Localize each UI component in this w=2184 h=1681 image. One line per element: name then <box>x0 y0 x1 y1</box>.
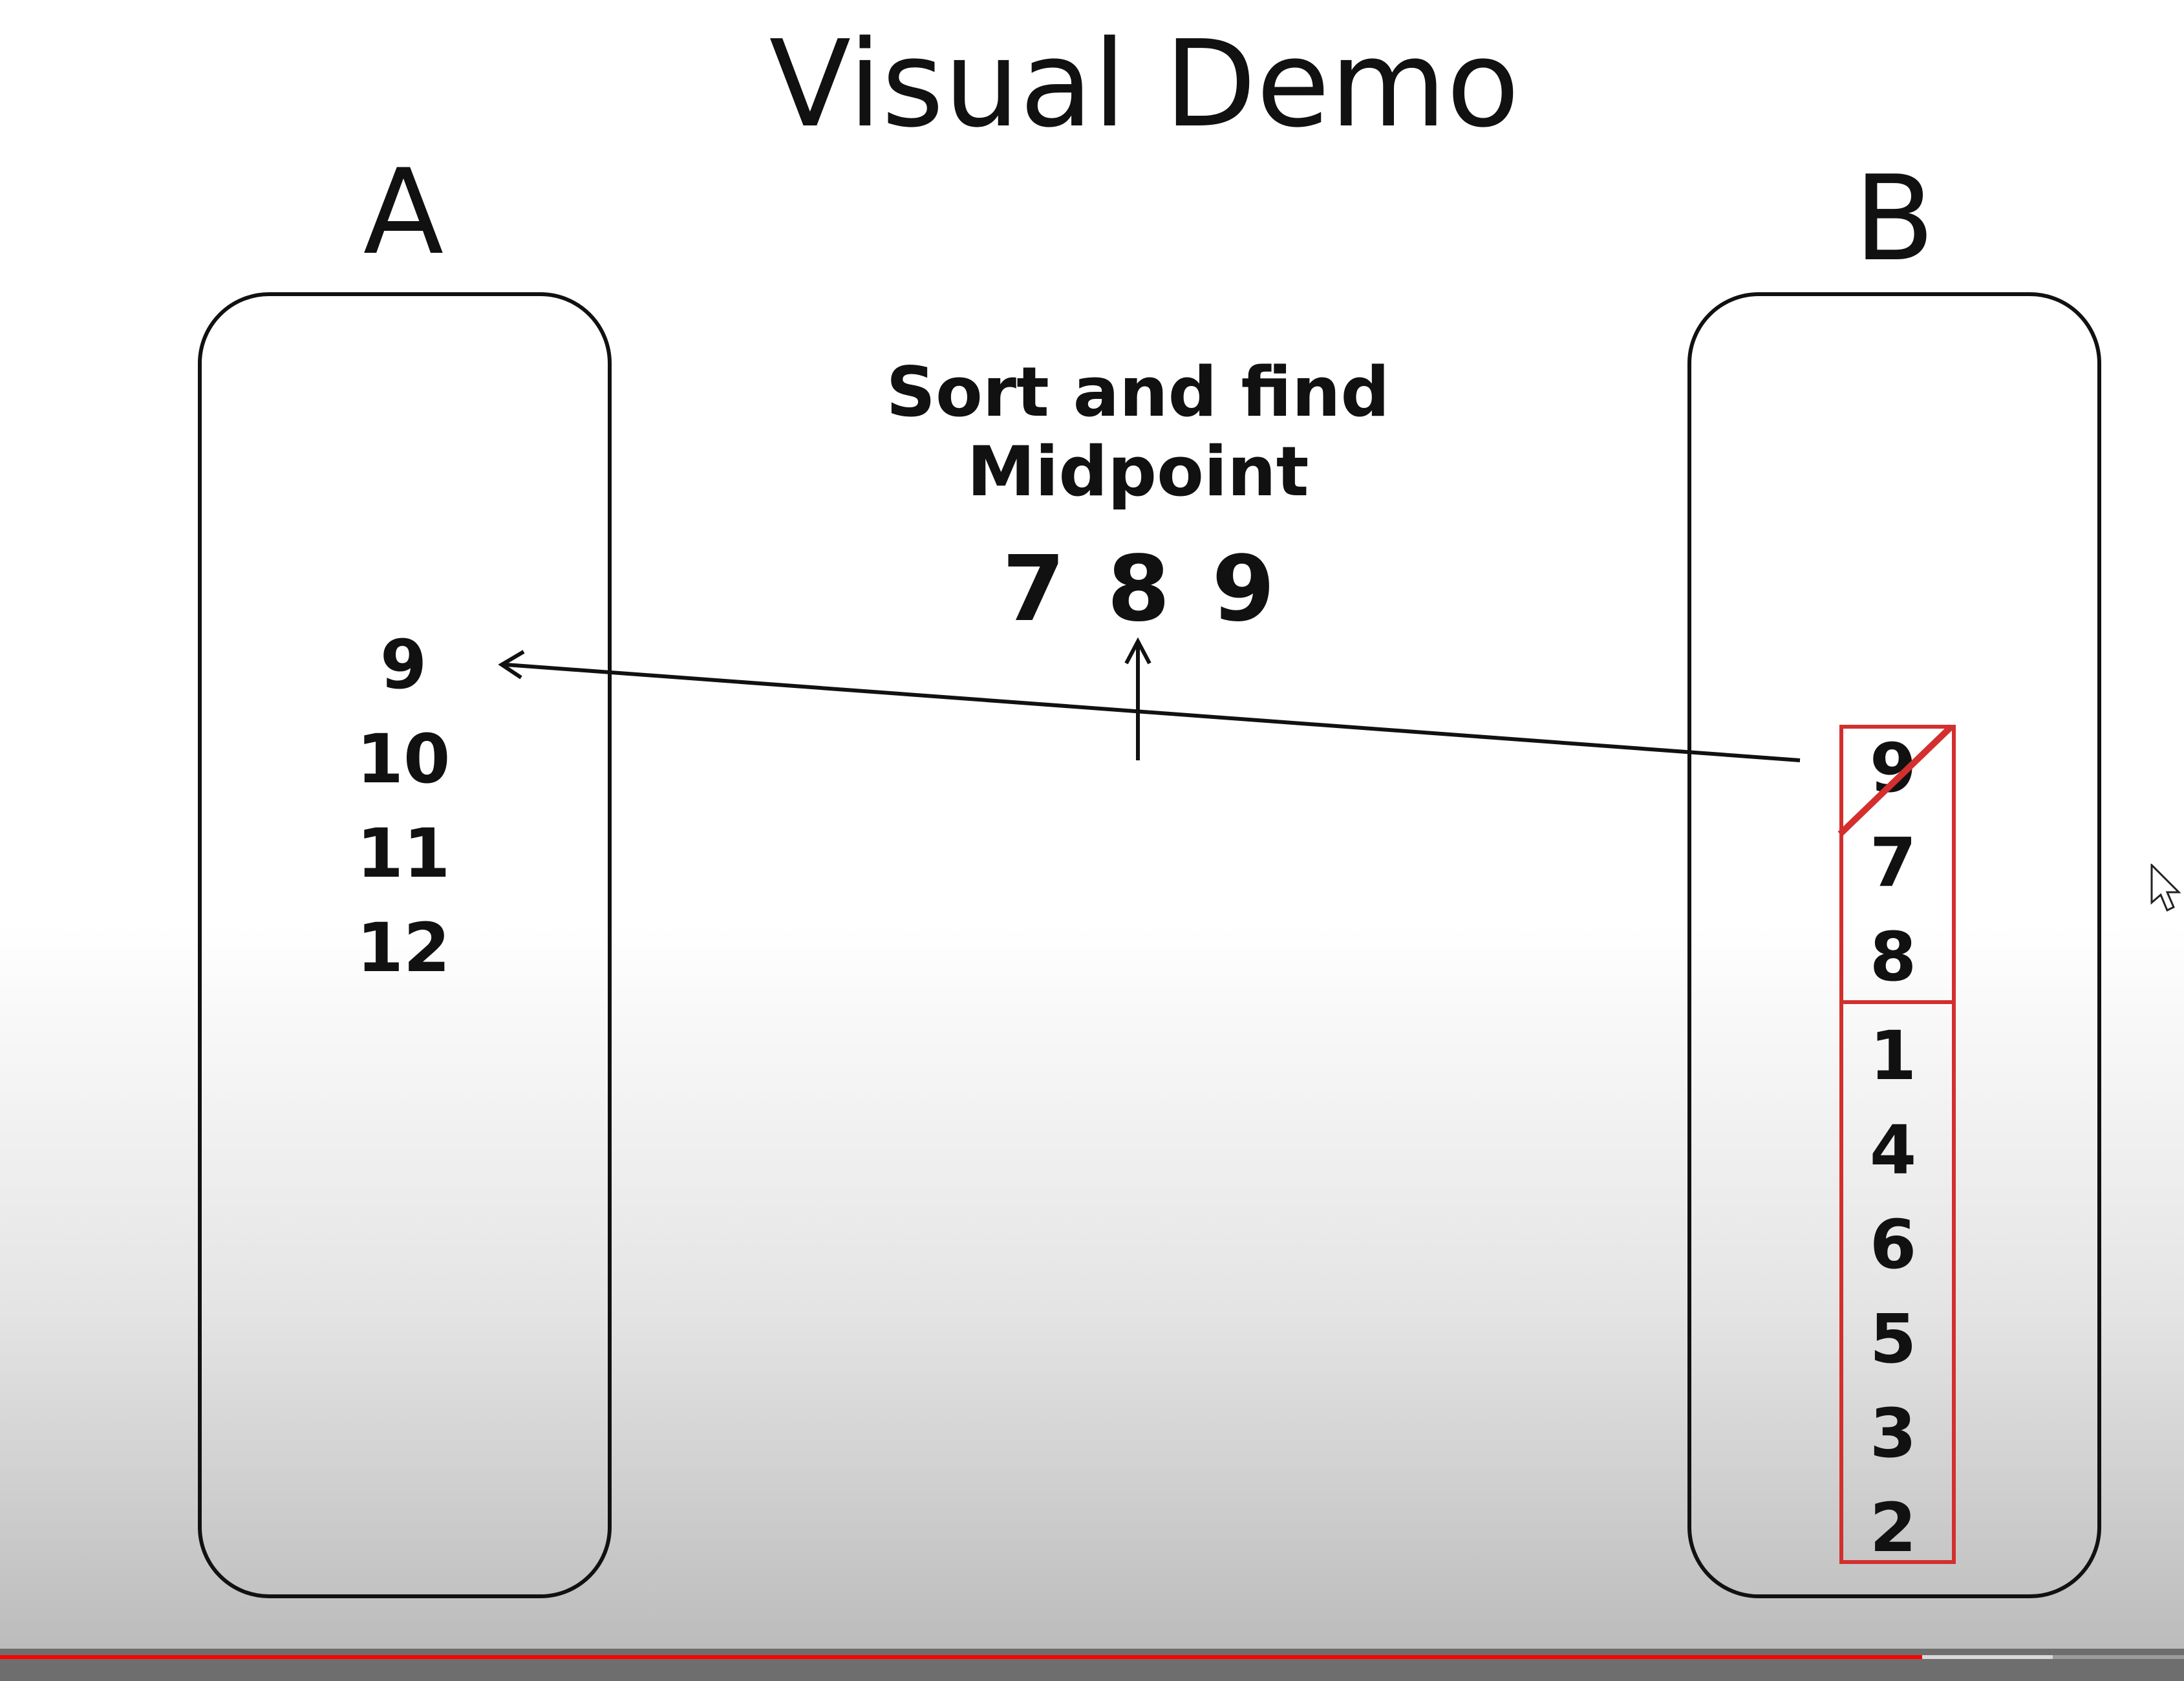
midpoint-arrow-head <box>1124 637 1151 665</box>
group-b-value: 6 <box>1869 1205 1917 1284</box>
subtitle: Sort and find Midpoint <box>886 352 1390 511</box>
transfer-arrow-line <box>505 663 1801 762</box>
group-b-value: 5 <box>1869 1300 1917 1378</box>
group-a-value: 9 <box>380 625 427 704</box>
group-b-value: 7 <box>1869 823 1917 902</box>
group-b-value: 2 <box>1869 1488 1917 1567</box>
video-progress-fill[interactable] <box>0 1655 1922 1659</box>
strike-through-line <box>1837 724 1954 837</box>
group-a-value: 10 <box>356 720 451 798</box>
transfer-arrow-head <box>498 650 525 680</box>
group-a-value: 12 <box>356 908 451 987</box>
group-a-box <box>198 292 612 1598</box>
group-b-value: 8 <box>1869 917 1917 996</box>
midpoint-sequence: 7 8 9 <box>1002 537 1280 642</box>
group-b-value: 3 <box>1869 1394 1917 1473</box>
mouse-pointer-icon <box>2150 864 2181 912</box>
group-b-value: 4 <box>1869 1111 1917 1190</box>
group-b-box <box>1687 292 2101 1598</box>
group-a-label: A <box>363 144 444 281</box>
group-a-value: 11 <box>356 814 451 893</box>
group-b-value: 1 <box>1869 1016 1917 1095</box>
highlight-box-bottom <box>1839 1000 1956 1564</box>
video-progress-track[interactable] <box>0 1649 2184 1681</box>
slide-title: Visual Demo <box>769 14 1520 154</box>
highlight-box-top <box>1839 725 1956 1004</box>
group-b-label: B <box>1854 150 1935 287</box>
